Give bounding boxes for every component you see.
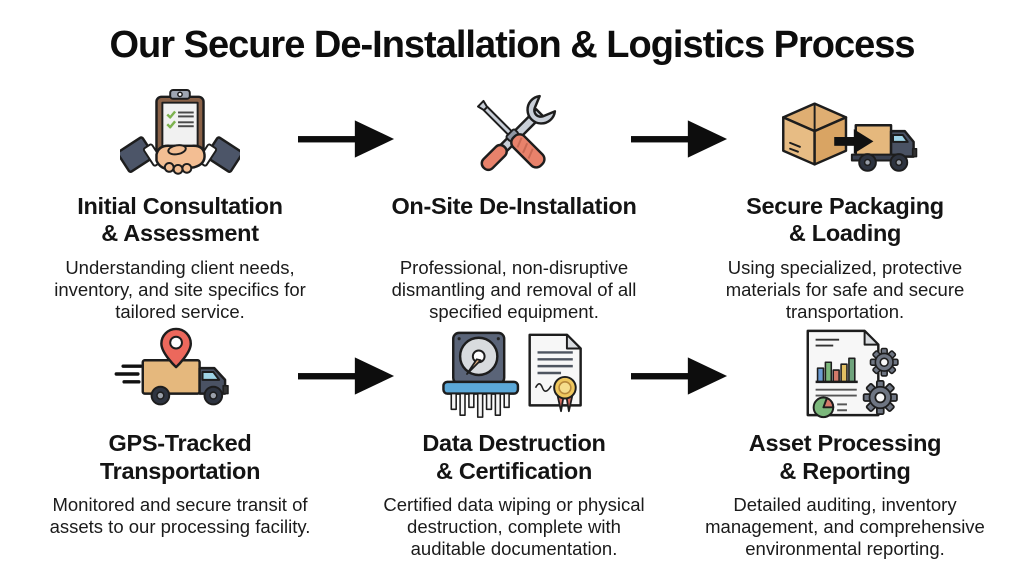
step-title-line1: GPS-Tracked (108, 430, 252, 457)
step-title-line1: Secure Packaging (746, 193, 944, 219)
handshake-clipboard-icon (30, 87, 330, 187)
step-title-line2: & Reporting (779, 457, 911, 484)
step-description: Professional, non-disruptive dismantling… (391, 257, 637, 322)
step-description: Monitored and secure transit of assets t… (49, 494, 311, 538)
step-description: Understanding client needs, inventory, a… (54, 257, 306, 322)
process-row-2: GPS-Tracked Transportation Monitored and… (0, 324, 1024, 559)
step-title-line1: Initial Consultation (77, 193, 283, 219)
harddrive-shredder-certificate-icon (364, 324, 664, 424)
step-onsite-deinstallation: On-Site De-Installation Professional, no… (364, 87, 664, 322)
process-arrow-cell (298, 87, 395, 322)
step-gps-transportation: GPS-Tracked Transportation Monitored and… (30, 324, 330, 559)
report-gears-icon (695, 324, 995, 424)
step-initial-consultation: Initial Consultation & Assessment Unders… (30, 87, 330, 322)
step-title-line2: Transportation (99, 457, 261, 484)
step-description: Using specialized, protective materials … (725, 257, 965, 322)
process-arrow-cell (630, 87, 727, 322)
process-arrow-cell (298, 324, 395, 559)
process-row-1: Initial Consultation & Assessment Unders… (0, 87, 1024, 322)
step-description: Detailed auditing, inventory management,… (705, 494, 985, 560)
step-title-line2: & Assessment (101, 220, 259, 247)
step-title-line1: On-Site De-Installation (391, 193, 637, 219)
step-title: Initial Consultation & Assessment (30, 193, 330, 251)
crossed-tools-icon (364, 87, 664, 187)
step-title-line1: Data Destruction (422, 430, 606, 457)
step-title-line2: & Certification (435, 457, 593, 484)
step-asset-processing: Asset Processing & Reporting Detailed au… (695, 324, 995, 559)
step-title: Secure Packaging & Loading (695, 193, 995, 251)
step-title: Asset Processing & Reporting (695, 430, 995, 488)
process-arrow-cell (630, 324, 727, 559)
step-title-line1: Asset Processing (748, 430, 942, 457)
step-title: GPS-Tracked Transportation (30, 430, 330, 488)
step-description: Certified data wiping or physical destru… (383, 494, 645, 560)
step-secure-packaging: Secure Packaging & Loading Using special… (695, 87, 995, 322)
arrow-right-icon (298, 357, 395, 396)
arrow-right-icon (630, 120, 727, 158)
step-title-line2: & Loading (788, 220, 902, 247)
gps-pin-truck-icon (30, 324, 330, 424)
arrow-right-icon (298, 120, 395, 158)
page-title: Our Secure De-Installation & Logistics P… (109, 24, 915, 66)
step-title: On-Site De-Installation (364, 193, 664, 251)
step-title: Data Destruction & Certification (364, 430, 664, 488)
box-loading-truck-icon (695, 87, 995, 187)
step-data-destruction: Data Destruction & Certification Certifi… (364, 324, 664, 559)
arrow-right-icon (630, 357, 727, 396)
